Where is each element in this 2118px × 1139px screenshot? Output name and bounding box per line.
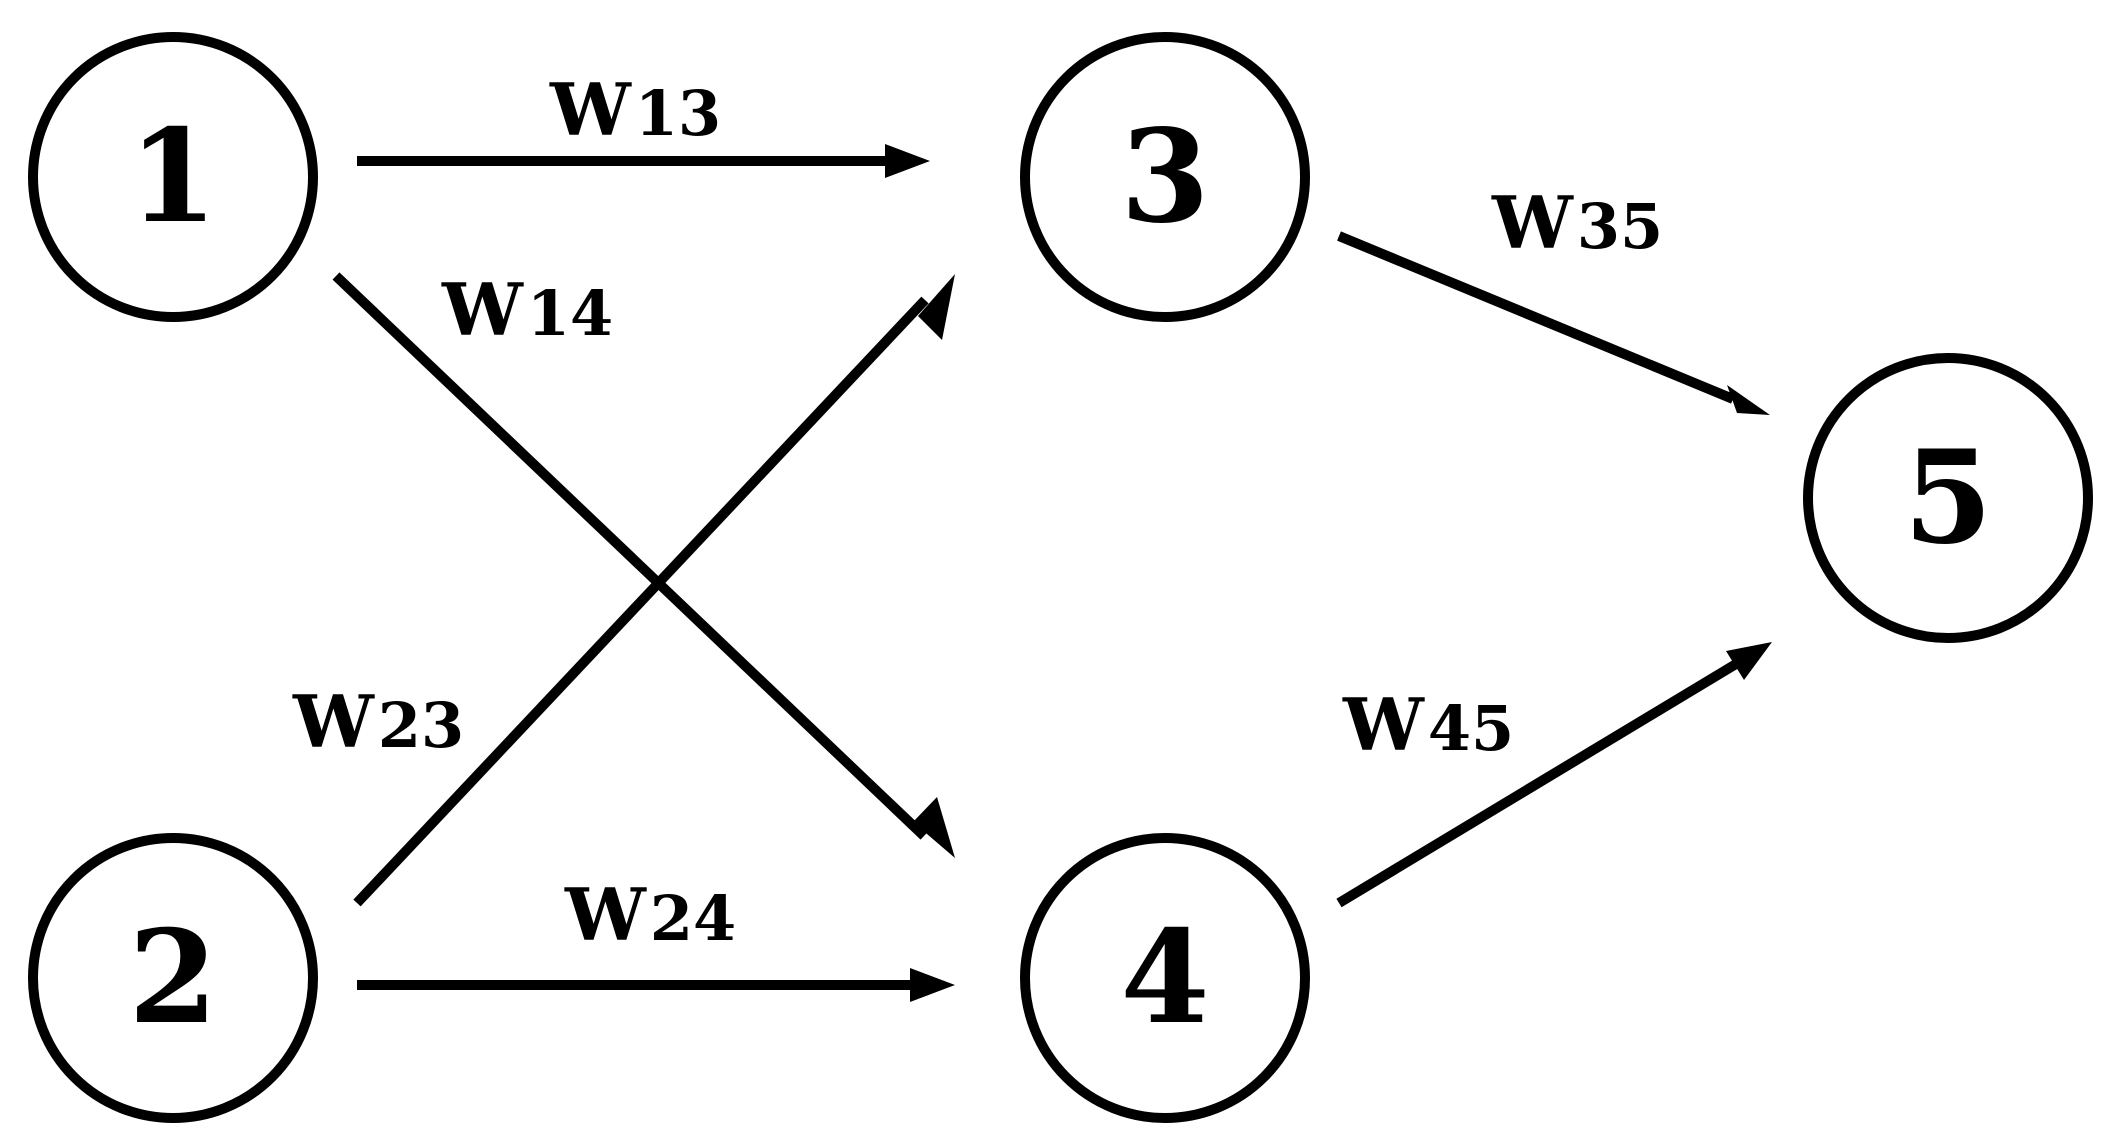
node-5: 5	[1803, 353, 2093, 643]
edge-label-w45: W45	[1342, 682, 1514, 767]
edge-line-2-3	[353, 296, 929, 907]
arrowhead-1-3	[885, 144, 930, 178]
edge-1-4: W14	[332, 267, 955, 858]
node-5-label: 5	[1903, 423, 1992, 573]
node-3: 3	[1020, 32, 1310, 322]
edge-2-4: W24	[357, 872, 955, 1002]
node-1: 1	[28, 32, 318, 322]
edge-1-3: W13	[357, 67, 930, 178]
node-3-label: 3	[1120, 102, 1209, 252]
arrowhead-2-4	[910, 968, 955, 1002]
node-2: 2	[28, 833, 318, 1123]
node-2-circle	[28, 833, 318, 1123]
arrowhead-1-4	[913, 797, 955, 858]
node-4-circle	[1020, 833, 1310, 1123]
edge-line-1-4	[332, 272, 928, 840]
edge-label-w24: W24	[564, 872, 736, 957]
edge-label-w23: W23	[292, 679, 464, 764]
arrowhead-3-5	[1727, 385, 1770, 415]
node-2-label: 2	[128, 903, 217, 1053]
edge-2-3: W23	[292, 274, 955, 907]
edge-label-w35: W35	[1491, 180, 1663, 265]
edge-3-5: W35	[1337, 180, 1770, 415]
node-5-circle	[1803, 353, 2093, 643]
edge-label-w13: W13	[549, 67, 721, 152]
node-4-label: 4	[1120, 903, 1209, 1053]
node-3-circle	[1020, 32, 1310, 322]
arrowhead-2-3	[918, 274, 955, 340]
edge-line-4-5	[1336, 659, 1739, 908]
node-4: 4	[1020, 833, 1310, 1123]
edge-label-w14: W14	[441, 267, 613, 352]
node-1-circle	[28, 32, 318, 322]
edge-line-3-5	[1337, 231, 1735, 404]
edge-4-5: W45	[1336, 642, 1772, 908]
node-1-label: 1	[128, 102, 217, 252]
arrowhead-4-5	[1726, 642, 1772, 680]
